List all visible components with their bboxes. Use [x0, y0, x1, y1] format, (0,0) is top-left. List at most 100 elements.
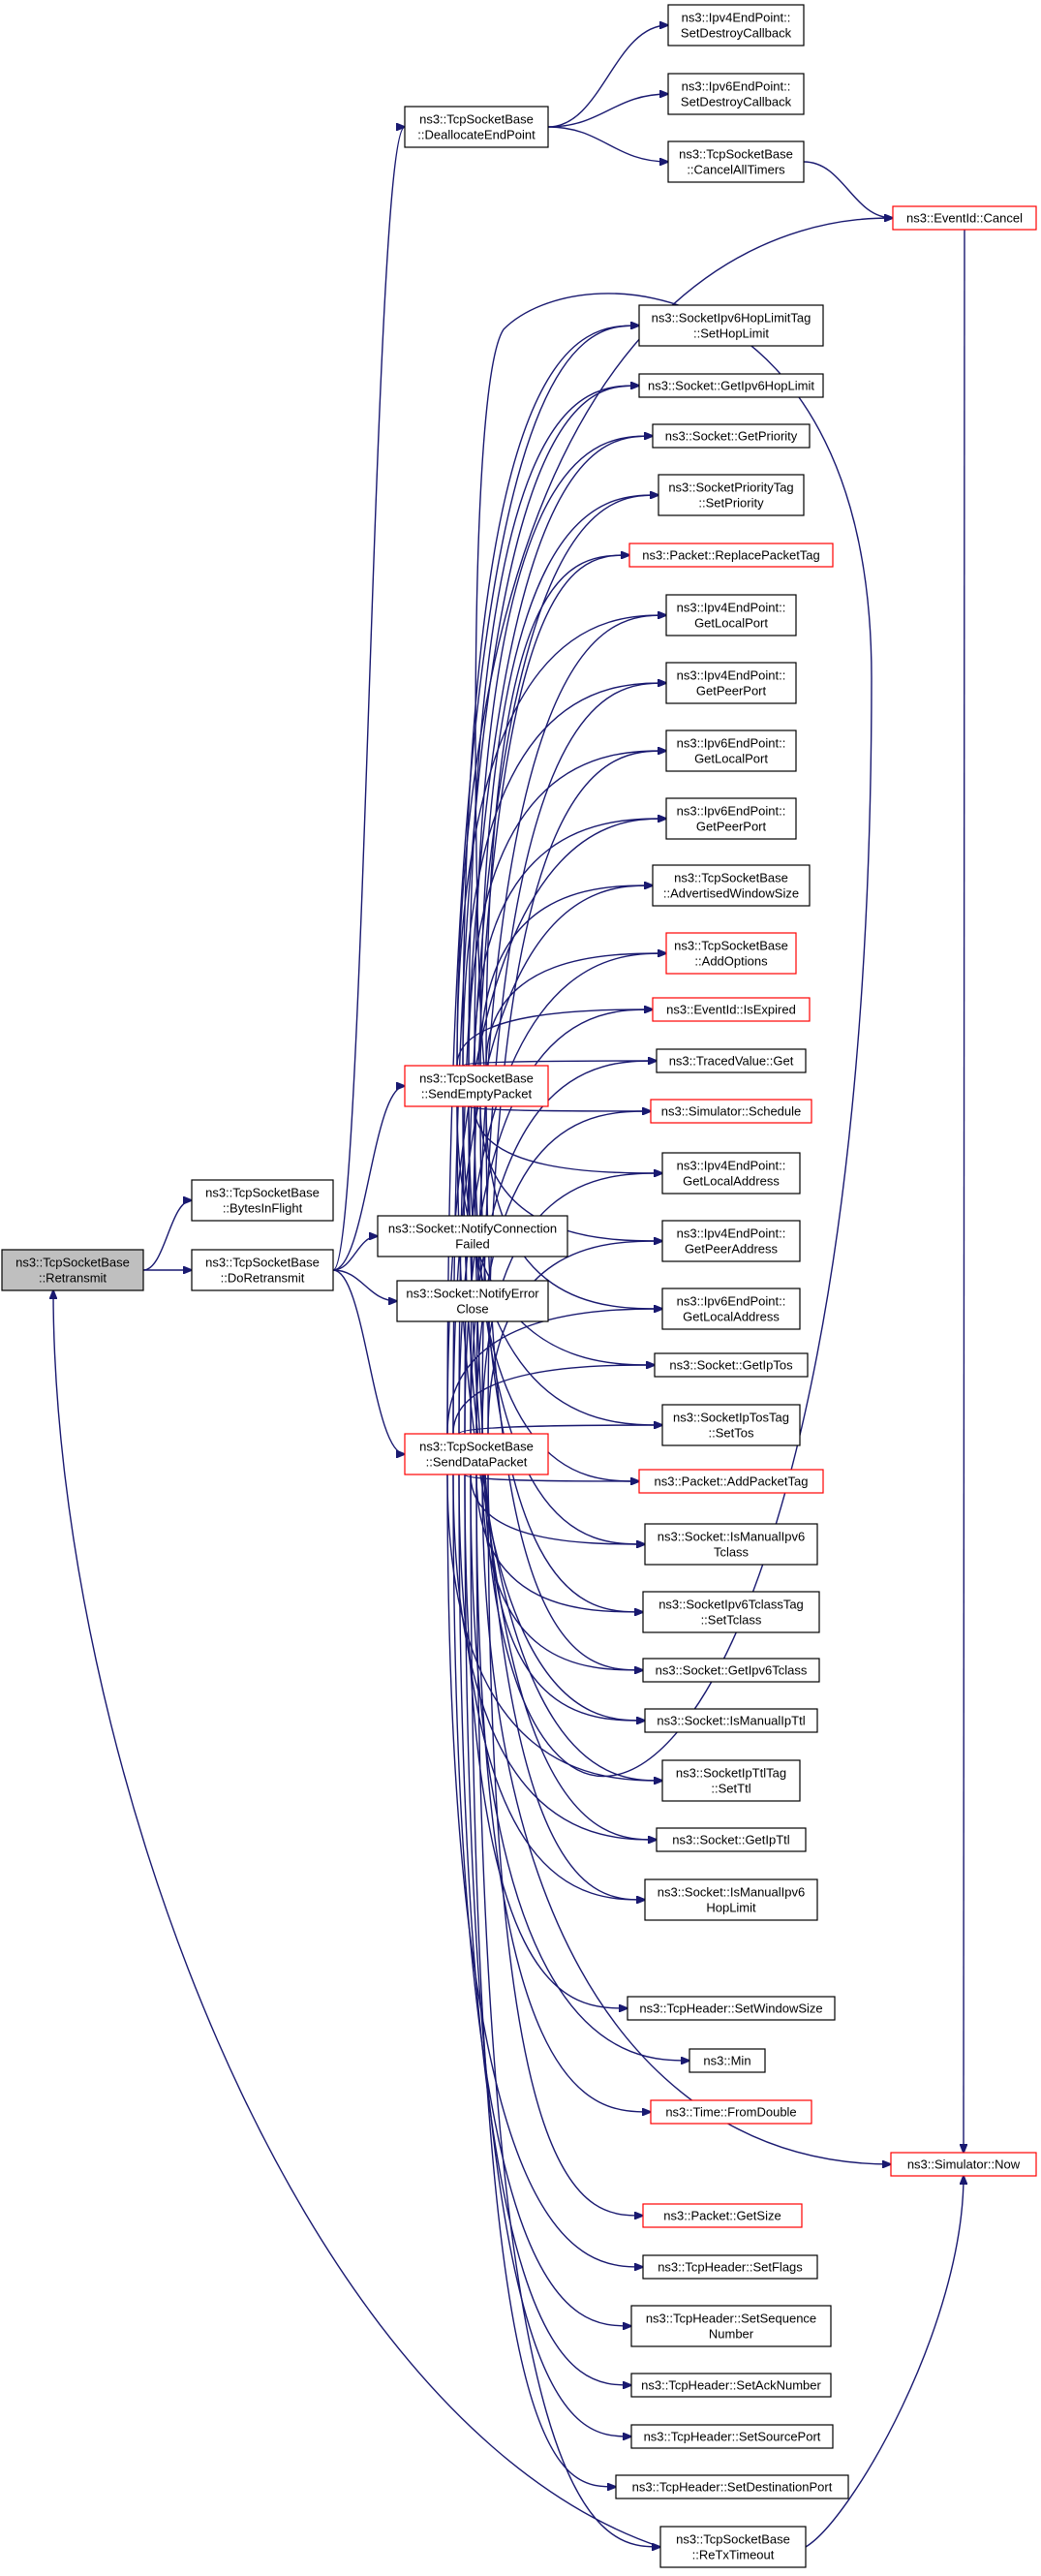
node-sdport[interactable]: ns3::TcpHeader::SetDestinationPort	[615, 2474, 849, 2499]
node-imttl[interactable]: ns3::Socket::IsManualIpTtl	[644, 1708, 818, 1733]
node-box[interactable]	[404, 1433, 549, 1475]
node-box[interactable]	[656, 1048, 807, 1073]
node-box[interactable]	[656, 1827, 807, 1852]
node-ao[interactable]: ns3::TcpSocketBase::AddOptions	[665, 932, 797, 975]
node-min[interactable]: ns3::Min	[689, 2048, 766, 2073]
node-box[interactable]	[630, 2305, 832, 2347]
node-gp[interactable]: ns3::Socket::GetPriority	[652, 423, 811, 449]
node-box[interactable]	[638, 1469, 824, 1494]
node-i6pp[interactable]: ns3::Ipv6EndPoint::GetPeerPort	[665, 797, 797, 840]
node-box[interactable]	[661, 1404, 801, 1446]
node-box[interactable]	[652, 423, 811, 449]
node-box[interactable]	[665, 662, 797, 704]
node-i4pp[interactable]: ns3::Ipv4EndPoint::GetPeerPort	[665, 662, 797, 704]
node-box[interactable]	[644, 1708, 818, 1733]
node-box[interactable]	[1, 1249, 144, 1291]
node-gihl[interactable]: ns3::Socket::GetIpv6HopLimit	[638, 373, 824, 398]
node-fd[interactable]: ns3::Time::FromDouble	[650, 2099, 812, 2125]
node-box[interactable]	[665, 932, 797, 975]
node-box[interactable]	[689, 2048, 766, 2073]
node-box[interactable]	[642, 1591, 820, 1633]
node-sttl[interactable]: ns3::SocketIpTtlTag::SetTtl	[661, 1759, 801, 1802]
node-box[interactable]	[627, 1996, 836, 2021]
node-box[interactable]	[642, 2203, 803, 2228]
node-box[interactable]	[404, 106, 549, 148]
node-tvg[interactable]: ns3::TracedValue::Get	[656, 1048, 807, 1073]
node-box[interactable]	[642, 1658, 820, 1683]
node-box[interactable]	[890, 2152, 1037, 2177]
node-gttl[interactable]: ns3::Socket::GetIpTtl	[656, 1827, 807, 1852]
node-sdp[interactable]: ns3::TcpSocketBase::SendDataPacket	[404, 1433, 549, 1475]
node-now[interactable]: ns3::Simulator::Now	[890, 2152, 1037, 2177]
node-box[interactable]	[661, 1152, 801, 1195]
node-box[interactable]	[615, 2474, 849, 2499]
node-box[interactable]	[644, 1878, 818, 1921]
node-box[interactable]	[628, 543, 834, 568]
node-aws[interactable]: ns3::TcpSocketBase::AdvertisedWindowSize	[652, 864, 811, 907]
node-box[interactable]	[654, 1352, 809, 1378]
node-san[interactable]: ns3::TcpHeader::SetAckNumber	[630, 2373, 832, 2398]
node-i4lp[interactable]: ns3::Ipv4EndPoint::GetLocalPort	[665, 594, 797, 636]
node-box[interactable]	[630, 2424, 834, 2449]
node-box[interactable]	[652, 864, 811, 907]
node-ssp[interactable]: ns3::TcpHeader::SetSourcePort	[630, 2424, 834, 2449]
node-i6lp[interactable]: ns3::Ipv6EndPoint::GetLocalPort	[665, 729, 797, 772]
node-box[interactable]	[644, 1523, 818, 1566]
node-i4pa[interactable]: ns3::Ipv4EndPoint::GetPeerAddress	[661, 1220, 801, 1262]
node-i4la[interactable]: ns3::Ipv4EndPoint::GetLocalAddress	[661, 1152, 801, 1195]
node-apt[interactable]: ns3::Packet::AddPacketTag	[638, 1469, 824, 1494]
node-box[interactable]	[191, 1249, 334, 1291]
node-cancel[interactable]: ns3::EventId::Cancel	[892, 205, 1037, 231]
node-box[interactable]	[665, 797, 797, 840]
node-box[interactable]	[650, 1099, 812, 1124]
node-box[interactable]	[667, 140, 805, 183]
node-box[interactable]	[667, 73, 805, 115]
node-box[interactable]	[630, 2373, 832, 2398]
node-box[interactable]	[892, 205, 1037, 231]
node-box[interactable]	[667, 4, 805, 47]
node-box[interactable]	[396, 1280, 549, 1322]
node-gs[interactable]: ns3::Packet::GetSize	[642, 2203, 803, 2228]
node-ip4dcb[interactable]: ns3::Ipv4EndPoint::SetDestroyCallback	[667, 4, 805, 47]
node-hlt[interactable]: ns3::SocketIpv6HopLimitTag::SetHopLimit	[638, 304, 824, 347]
node-box[interactable]	[642, 2254, 818, 2280]
node-stc[interactable]: ns3::SocketIpv6TclassTag::SetTclass	[642, 1591, 820, 1633]
node-box[interactable]	[652, 997, 811, 1022]
node-box[interactable]	[661, 1220, 801, 1262]
node-sf[interactable]: ns3::TcpHeader::SetFlags	[642, 2254, 818, 2280]
node-box[interactable]	[659, 2526, 807, 2568]
node-box[interactable]	[638, 373, 824, 398]
node-exp[interactable]: ns3::EventId::IsExpired	[652, 997, 811, 1022]
node-box[interactable]	[377, 1215, 568, 1257]
node-dealloc[interactable]: ns3::TcpSocketBase::DeallocateEndPoint	[404, 106, 549, 148]
node-rto[interactable]: ns3::TcpSocketBase::ReTxTimeout	[659, 2526, 807, 2568]
node-box[interactable]	[404, 1065, 549, 1107]
node-box[interactable]	[638, 304, 824, 347]
node-box[interactable]	[658, 474, 805, 516]
node-sched[interactable]: ns3::Simulator::Schedule	[650, 1099, 812, 1124]
node-gtos[interactable]: ns3::Socket::GetIpTos	[654, 1352, 809, 1378]
node-box[interactable]	[665, 729, 797, 772]
node-root[interactable]: ns3::TcpSocketBase::Retransmit	[1, 1249, 144, 1291]
node-stos[interactable]: ns3::SocketIpTosTag::SetTos	[661, 1404, 801, 1446]
node-rpt[interactable]: ns3::Packet::ReplacePacketTag	[628, 543, 834, 568]
node-sws[interactable]: ns3::TcpHeader::SetWindowSize	[627, 1996, 836, 2021]
node-box[interactable]	[661, 1288, 801, 1330]
node-ip6dcb[interactable]: ns3::Ipv6EndPoint::SetDestroyCallback	[667, 73, 805, 115]
node-box[interactable]	[191, 1179, 334, 1222]
node-dor[interactable]: ns3::TcpSocketBase::DoRetransmit	[191, 1249, 334, 1291]
node-i6la[interactable]: ns3::Ipv6EndPoint::GetLocalAddress	[661, 1288, 801, 1330]
node-spt[interactable]: ns3::SocketPriorityTag::SetPriority	[658, 474, 805, 516]
node-box[interactable]	[665, 594, 797, 636]
node-box[interactable]	[650, 2099, 812, 2125]
node-bif[interactable]: ns3::TcpSocketBase::BytesInFlight	[191, 1179, 334, 1222]
node-cat[interactable]: ns3::TcpSocketBase::CancelAllTimers	[667, 140, 805, 183]
node-box[interactable]	[661, 1759, 801, 1802]
node-gtc[interactable]: ns3::Socket::GetIpv6Tclass	[642, 1658, 820, 1683]
node-sep[interactable]: ns3::TcpSocketBase::SendEmptyPacket	[404, 1065, 549, 1107]
